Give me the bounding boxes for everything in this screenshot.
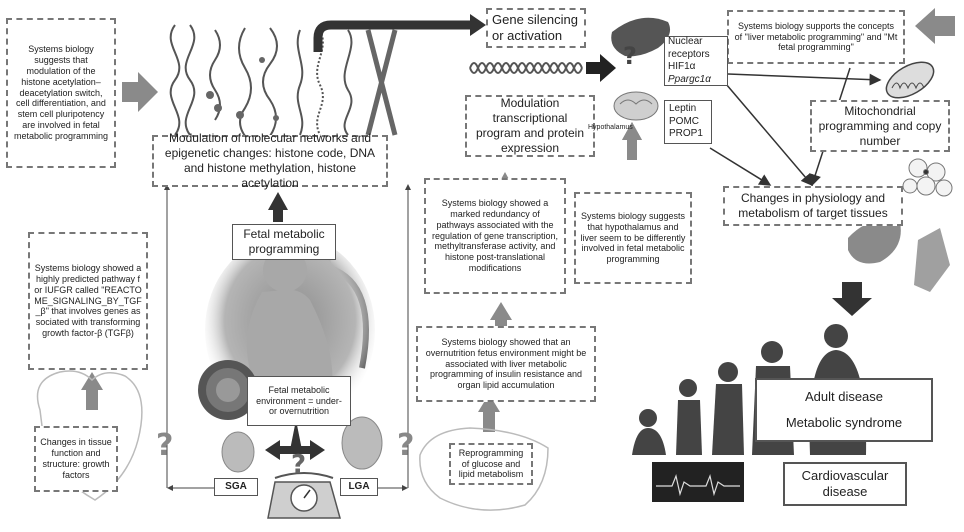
box-transcription: Modulation transcriptional program and p… [465,95,595,157]
arrow-up-fetal-programming [268,192,288,222]
hypo-gene-pomc: POMC [669,115,699,127]
sga-fetus [221,431,255,473]
box-transcription-text: Modulation transcriptional program and p… [475,96,585,155]
box-acetylation: Systems biology suggests that modulation… [6,18,116,168]
adult-disease-label: Adult disease [804,388,884,404]
box-acetylation-text: Systems biology suggests that modulation… [13,43,109,142]
liver-organ [611,17,671,57]
fetus-spiral [198,360,258,420]
box-mito: Mitochondrial programming and copy numbe… [810,100,950,152]
hypo-gene-leptin: Leptin [669,103,697,115]
liver-sketch [419,427,549,511]
metabolic-syndrome-label: Metabolic syndrome [785,414,903,430]
box-cardiovascular-text: Cardiovascular disease [801,467,889,499]
liver-genes-box: Nuclear receptors HIF1α Ppargc1α [664,36,728,86]
arrow-helix-to-liver [586,54,616,82]
box-liver-mt: Systems biology supports the concepts of… [727,10,905,64]
liver-gene-ppargc1a: Ppargc1α [668,73,711,85]
question-mark-right: ? [397,428,415,463]
line-liver-to-physiology [725,83,813,187]
box-redundancy: Systems biology showed a marked redundan… [424,178,566,294]
dna-chromatin-band [169,24,398,137]
fat-cells [902,158,953,197]
box-gene-silencing: Gene silencing or activation [486,8,586,48]
box-hypothalamus-liver-text: Systems biology suggests that hypothalam… [580,210,686,265]
box-iufgr-text: Systems biology showed a highly predicte… [34,262,142,339]
hypothalamus-label: Hypothalamus [588,124,633,131]
sga-label: SGA [214,478,258,496]
arrow-dna-to-gene-silencing [313,20,470,52]
box-tissue: Changes in tissue function and structure… [34,426,118,492]
box-modulation-networks-text: Modulation of molecular networks and epi… [164,131,376,190]
box-fetal-programming: Fetal metabolic programming [232,224,336,260]
box-cardiovascular: Cardiovascular disease [783,462,907,506]
box-physiology: Changes in physiology and metabolism of … [723,186,903,226]
box-tissue-text: Changes in tissue function and structure… [40,437,112,480]
hypo-gene-prop1: PROP1 [669,128,703,140]
muscle-organ [914,228,950,292]
four-way-arrow [265,420,325,460]
box-iufgr: Systems biology showed a highly predicte… [28,232,148,370]
box-modulation-networks: Modulation of molecular networks and epi… [152,131,388,190]
mitochondrion [885,61,935,99]
line-liver-to-mito [727,73,882,86]
box-mito-text: Mitochondrial programming and copy numbe… [818,103,942,148]
transcription-helix [469,62,583,74]
lga-label: LGA [340,478,378,496]
box-overnutrition-text: Systems biology showed that an overnutri… [425,336,587,391]
box-hypothalamus-liver: Systems biology suggests that hypothalam… [574,192,692,284]
box-fetal-programming-text: Fetal metabolic programming [243,227,325,256]
arrow-down-adult [832,282,872,316]
brain-organ [613,91,659,121]
line-hypo-to-physiology [709,147,772,186]
sga-label-text: SGA [225,480,247,492]
lga-fetus [341,416,383,470]
heart-sketch [36,370,143,501]
question-mark-left: ? [156,428,174,463]
liver-gene-hif1a: HIF1α [668,61,696,72]
question-mark-scale: ? [291,450,307,480]
hypothalamus-genes-box: Leptin POMC PROP1 [664,100,712,144]
question-mark-liver: ? [623,42,637,70]
box-liver-mt-text: Systems biology supports the concepts of… [734,20,898,53]
liver-gene-nuclear-receptors: Nuclear receptors [668,36,710,60]
box-fetal-environment: Fetal metabolic environment = under- or … [247,376,351,426]
box-redundancy-text: Systems biology showed a marked redundan… [431,197,559,274]
ecg-monitor [652,462,744,502]
box-overnutrition: Systems biology showed that an overnutri… [416,326,596,402]
box-physiology-text: Changes in physiology and metabolism of … [738,191,888,220]
box-reprogramming: Reprogramming of glucose and lipid metab… [449,443,533,485]
pancreas-organ [848,220,901,264]
weighing-scale [267,472,341,519]
lga-label-text: LGA [348,480,370,492]
box-fetal-environment-text: Fetal metabolic environment = under- or … [256,384,342,417]
nucleosome-beads [206,57,279,121]
box-adult-disease: Adult disease Metabolic syndrome [755,378,933,442]
box-gene-silencing-text: Gene silencing or activation [492,11,578,43]
box-reprogramming-text: Reprogramming of glucose and lipid metab… [458,447,524,480]
arrow-head-gene-silencing [470,14,486,36]
